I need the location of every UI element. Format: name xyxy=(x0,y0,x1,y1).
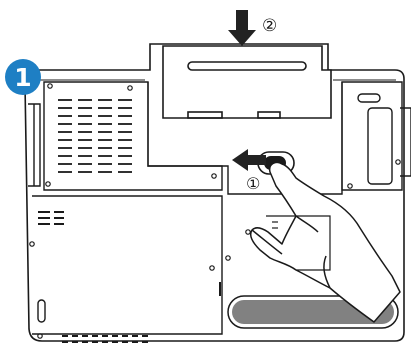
hinge-rail xyxy=(28,103,41,187)
lower-panel xyxy=(29,195,223,339)
step-push-marker: ② xyxy=(262,16,277,36)
hand-icon xyxy=(249,161,401,323)
down-arrow-icon xyxy=(228,10,256,46)
right-rail xyxy=(400,107,411,177)
battery-pack xyxy=(162,45,332,119)
battery-bay xyxy=(147,82,343,261)
left-arrow-icon xyxy=(232,149,266,171)
step-badge-number: 1 xyxy=(14,63,31,92)
heatsink-area xyxy=(266,215,331,271)
step-slide-marker: ① xyxy=(246,174,260,193)
step-badge: 1 xyxy=(5,59,41,95)
compartment-vents xyxy=(58,99,132,173)
right-bay xyxy=(341,81,403,191)
bottom-slots xyxy=(62,335,148,343)
